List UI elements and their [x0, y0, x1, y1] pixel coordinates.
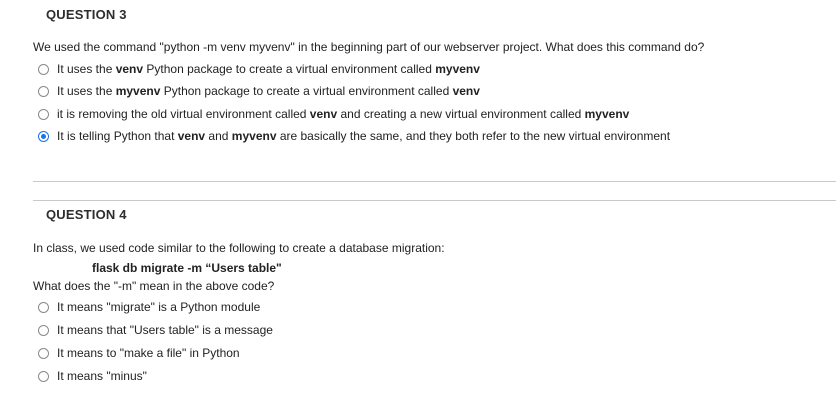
option-text: It means that "Users table" is a message: [57, 323, 273, 337]
question-4-prompt: What does the "-m" mean in the above cod…: [33, 279, 275, 293]
option-text: it is removing the old virtual environme…: [57, 107, 630, 121]
option-text: It is telling Python that venv and myven…: [57, 129, 671, 143]
question-3-option-3[interactable]: it is removing the old virtual environme…: [38, 107, 629, 121]
option-text: It means to "make a file" in Python: [57, 346, 240, 360]
section-divider: [33, 181, 836, 182]
option-text: It means "minus": [57, 369, 147, 383]
radio-button[interactable]: [38, 108, 49, 120]
question-4-intro: In class, we used code similar to the fo…: [33, 241, 445, 255]
option-text: It means "migrate" is a Python module: [57, 300, 261, 314]
question-3-option-1[interactable]: It uses the venv Python package to creat…: [38, 62, 480, 76]
question-4-option-1[interactable]: It means "migrate" is a Python module: [38, 300, 260, 314]
question-4-option-4[interactable]: It means "minus": [38, 369, 147, 383]
question-4-option-3[interactable]: It means to "make a file" in Python: [38, 346, 240, 360]
question-3-option-2[interactable]: It uses the myvenv Python package to cre…: [38, 84, 480, 98]
option-text: It uses the myvenv Python package to cre…: [57, 84, 480, 98]
radio-button[interactable]: [38, 63, 49, 75]
code-snippet: flask db migrate -m “Users table": [92, 261, 282, 275]
radio-button[interactable]: [38, 85, 49, 97]
question-3-header: QUESTION 3: [46, 7, 127, 22]
question-3-option-4[interactable]: It is telling Python that venv and myven…: [38, 129, 670, 143]
question-4-option-2[interactable]: It means that "Users table" is a message: [38, 323, 273, 337]
radio-button[interactable]: [38, 347, 49, 359]
radio-button[interactable]: [38, 370, 49, 382]
radio-button-selected[interactable]: [38, 130, 49, 142]
radio-button[interactable]: [38, 324, 49, 336]
question-3-prompt: We used the command "python -m venv myve…: [33, 40, 705, 54]
section-divider: [33, 200, 836, 201]
question-4-header: QUESTION 4: [46, 207, 127, 222]
option-text: It uses the venv Python package to creat…: [57, 62, 480, 76]
radio-button[interactable]: [38, 301, 49, 313]
